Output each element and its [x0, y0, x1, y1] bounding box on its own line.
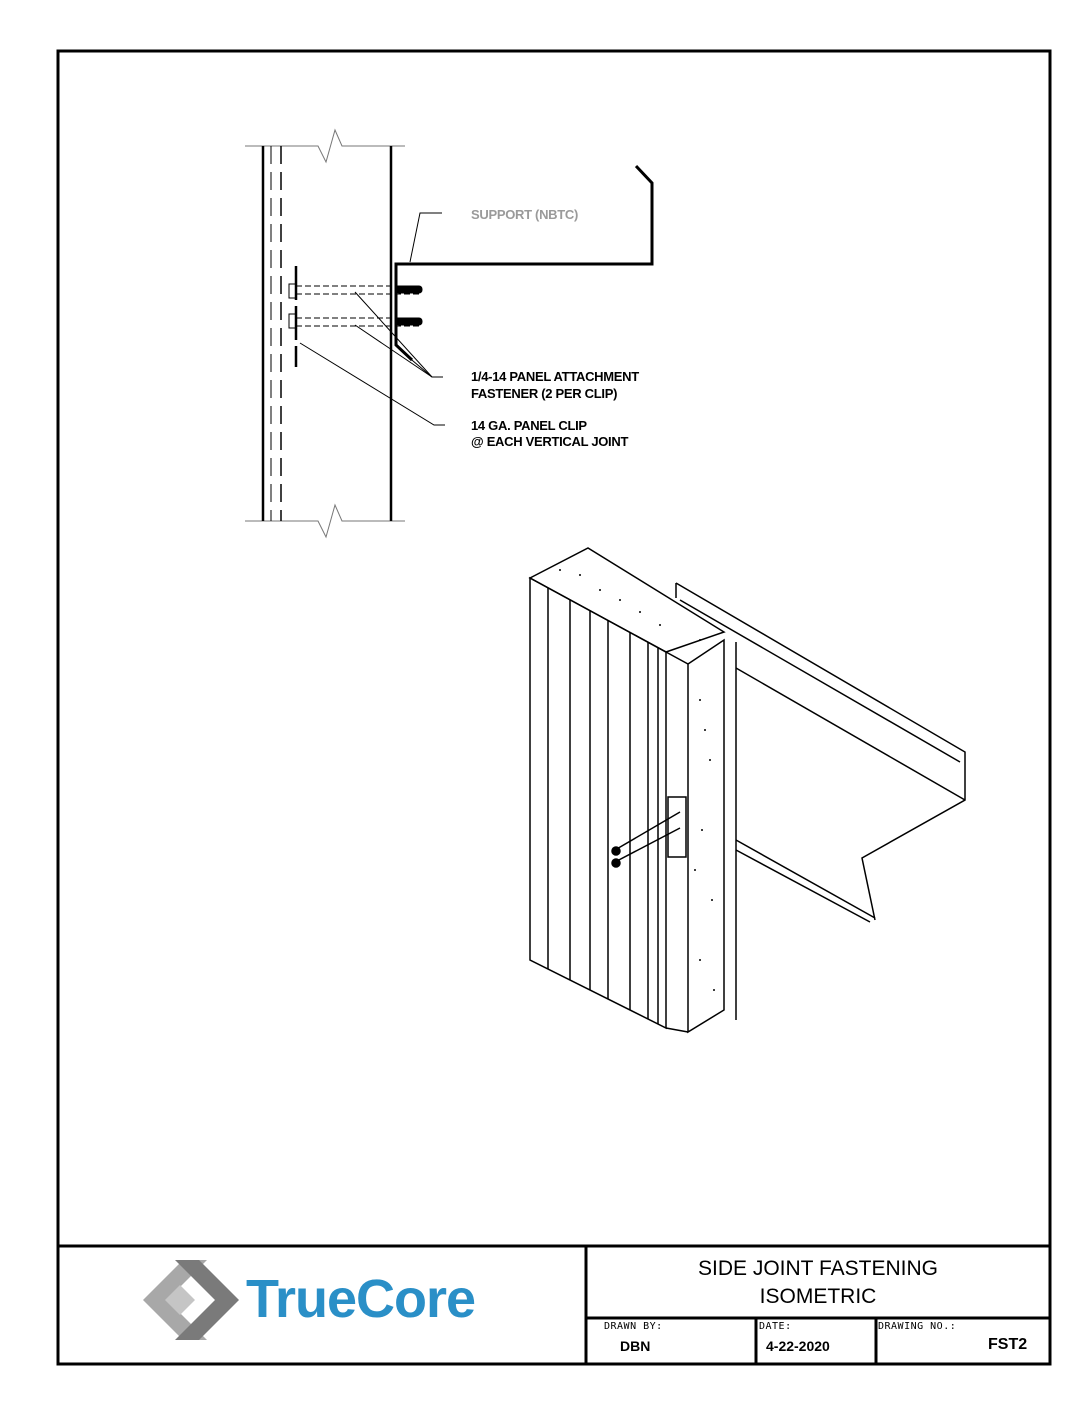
drawing-no-label: DRAWING NO.:	[878, 1321, 957, 1332]
drawing-title-line1: SIDE JOINT FASTENING	[698, 1257, 938, 1280]
support-label: SUPPORT (NBTC)	[471, 207, 579, 222]
clip-label-line2: @ EACH VERTICAL JOINT	[471, 434, 629, 449]
isometric-view	[528, 547, 966, 1034]
fastener-label-line1: 1/4-14 PANEL ATTACHMENT	[471, 369, 639, 384]
date-label: DATE:	[759, 1321, 792, 1332]
truecore-logo-mark	[143, 1260, 239, 1340]
clip-label-line1: 14 GA. PANEL CLIP	[471, 418, 587, 433]
drawn-by-label: DRAWN BY:	[604, 1321, 663, 1332]
fastener-label-line2: FASTENER (2 PER CLIP)	[471, 386, 618, 401]
section-detail	[245, 128, 654, 539]
drawing-title-line2: ISOMETRIC	[759, 1285, 877, 1308]
date-value: 4-22-2020	[766, 1338, 830, 1354]
sheet-border	[56, 49, 1052, 1366]
drawing-no-value: FST2	[988, 1336, 1028, 1353]
truecore-logo-text: TrueCore	[246, 1269, 476, 1329]
drawn-by-value: DBN	[620, 1338, 651, 1354]
